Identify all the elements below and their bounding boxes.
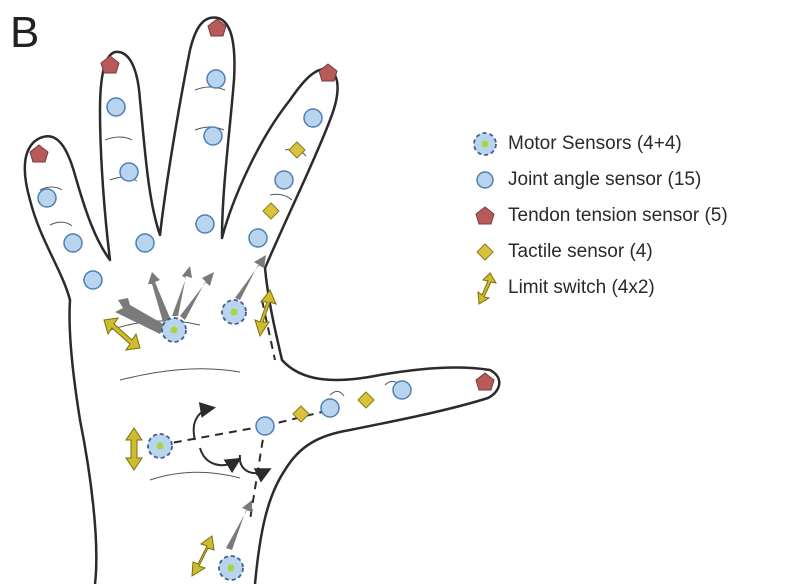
legend-item-limit-switch: Limit switch (4x2) <box>468 270 728 306</box>
joint-angle-sensor-icon <box>468 163 502 197</box>
motor-sensor <box>148 434 172 458</box>
limit-switch-icon <box>468 271 502 305</box>
joint-angle-sensor <box>249 229 267 247</box>
joint-angle-sensor <box>321 399 339 417</box>
legend-label: Tendon tension sensor (5) <box>508 205 728 227</box>
joint-angle-sensor <box>207 70 225 88</box>
joint-angle-sensor <box>393 381 411 399</box>
motor-sensor <box>162 318 186 342</box>
joint-angle-sensor <box>256 417 274 435</box>
tactile-sensor-icon <box>468 235 502 269</box>
joint-angle-sensor <box>84 271 102 289</box>
motor-sensor <box>219 556 243 580</box>
joint-angle-sensor <box>136 234 154 252</box>
tendon-tension-sensor <box>319 64 337 81</box>
legend-label: Joint angle sensor (15) <box>508 169 701 191</box>
joint-angle-sensor <box>38 189 56 207</box>
legend-label: Tactile sensor (4) <box>508 241 653 263</box>
legend-label: Motor Sensors (4+4) <box>508 133 682 155</box>
joint-angle-sensor <box>304 109 322 127</box>
legend-label: Limit switch (4x2) <box>508 277 655 299</box>
tendon-tension-sensor-icon <box>468 199 502 233</box>
joint-angle-sensor <box>275 171 293 189</box>
legend-item-motor-sensors: Motor Sensors (4+4) <box>468 126 728 162</box>
motor-sensor <box>222 300 246 324</box>
legend-item-joint-angle-sensor: Joint angle sensor (15) <box>468 162 728 198</box>
legend-item-tendon-tension-sensor: Tendon tension sensor (5) <box>468 198 728 234</box>
joint-angle-sensor <box>107 98 125 116</box>
legend: Motor Sensors (4+4) Joint angle sensor (… <box>468 126 728 306</box>
joint-angle-sensor <box>120 163 138 181</box>
joint-angle-sensor <box>196 215 214 233</box>
joint-angle-sensor <box>204 127 222 145</box>
joint-angle-sensor <box>64 234 82 252</box>
legend-item-tactile-sensor: Tactile sensor (4) <box>468 234 728 270</box>
motor-sensor-icon <box>468 127 502 161</box>
